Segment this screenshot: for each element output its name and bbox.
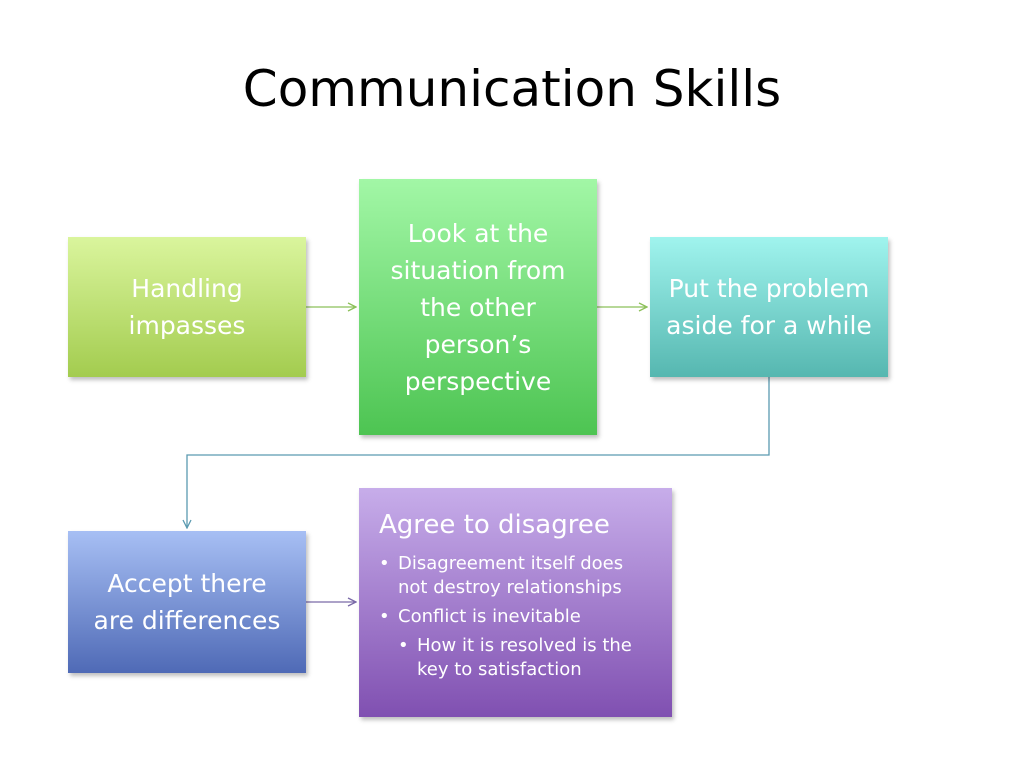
box-problem-aside-text: Put the problem aside for a while [666, 274, 872, 340]
list-item: • Disagreement itself does not destroy r… [379, 552, 656, 600]
list-item-text: Conflict is inevitable [398, 606, 581, 627]
box-problem-aside: Put the problem aside for a while [650, 237, 888, 377]
box-handling-impasses-text: Handling impasses [128, 274, 246, 340]
box-accept-differences: Accept there are differences [68, 531, 306, 673]
box-accept-differences-text: Accept there are differences [93, 569, 281, 635]
list-item-sub: • How it is resolved is the key to satis… [379, 634, 656, 682]
arrow-b3-to-b4 [187, 377, 770, 528]
bullet-dot-icon: • [379, 606, 390, 627]
bullet-list: • Disagreement itself does not destroy r… [379, 552, 656, 682]
box-agree-to-disagree-heading: Agree to disagree [379, 510, 610, 540]
box-agree-to-disagree: Agree to disagree • Disagreement itself … [359, 488, 672, 717]
box-other-perspective-text: Look at the situation from the other per… [390, 218, 566, 396]
list-item-text: Disagreement itself does not destroy rel… [398, 553, 624, 598]
bullet-dot-icon: • [398, 635, 409, 656]
box-handling-impasses: Handling impasses [68, 237, 306, 377]
box-other-perspective: Look at the situation from the other per… [359, 179, 597, 435]
list-item: • Conflict is inevitable [379, 605, 656, 629]
list-item-text: How it is resolved is the key to satisfa… [417, 635, 632, 680]
slide-title: Communication Skills [242, 60, 782, 118]
bullet-dot-icon: • [379, 553, 390, 574]
